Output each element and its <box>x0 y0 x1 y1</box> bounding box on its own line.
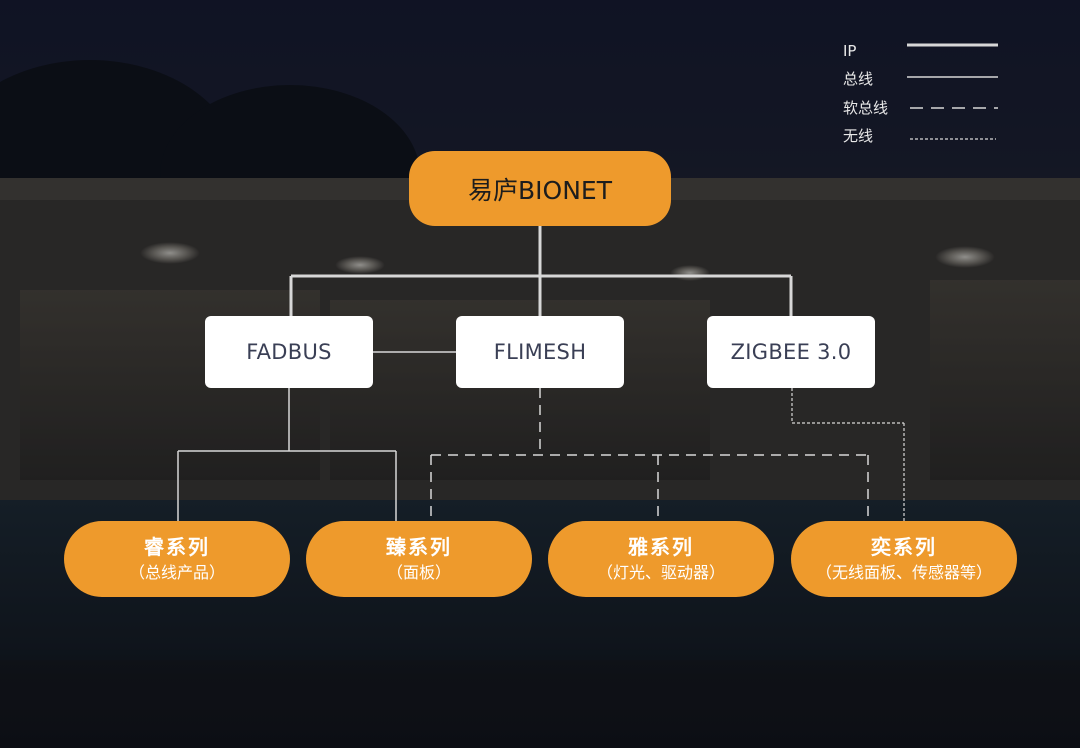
series-subtitle: （无线面板、传感器等） <box>815 562 992 582</box>
series-title: 睿系列 <box>144 534 210 559</box>
protocol-node-flimesh: FLIMESH <box>456 316 624 388</box>
series-subtitle: （面板） <box>386 562 451 582</box>
ip-links <box>289 226 793 316</box>
protocol-node-fadbus: FADBUS <box>205 316 373 388</box>
root-label: 易庐BIONET <box>468 175 612 205</box>
series-node-yi: 奕系列 （无线面板、传感器等） <box>791 521 1017 597</box>
legend-label-softbus: 软总线 <box>843 99 889 117</box>
protocol-node-zigbee: ZIGBEE 3.0 <box>707 316 875 388</box>
legend-label-ip: IP <box>843 42 857 60</box>
legend-label-wireless: 无线 <box>843 127 874 145</box>
legend-label-bus: 总线 <box>843 70 874 88</box>
series-title: 奕系列 <box>871 534 937 559</box>
series-subtitle: （灯光、驱动器） <box>596 562 725 582</box>
softbus-links <box>430 388 869 521</box>
wireless-links <box>791 388 905 521</box>
bus-links <box>177 388 397 521</box>
root-node: 易庐BIONET <box>409 151 671 226</box>
protocol-label: ZIGBEE 3.0 <box>730 340 852 364</box>
series-node-ya: 雅系列 （灯光、驱动器） <box>548 521 774 597</box>
protocol-label: FADBUS <box>246 340 332 364</box>
series-subtitle: （总线产品） <box>128 562 225 582</box>
series-title: 雅系列 <box>628 534 694 559</box>
series-title: 臻系列 <box>386 534 452 559</box>
protocol-label: FLIMESH <box>493 340 587 364</box>
series-node-zhen: 臻系列 （面板） <box>306 521 532 597</box>
series-node-rui: 睿系列 （总线产品） <box>64 521 290 597</box>
